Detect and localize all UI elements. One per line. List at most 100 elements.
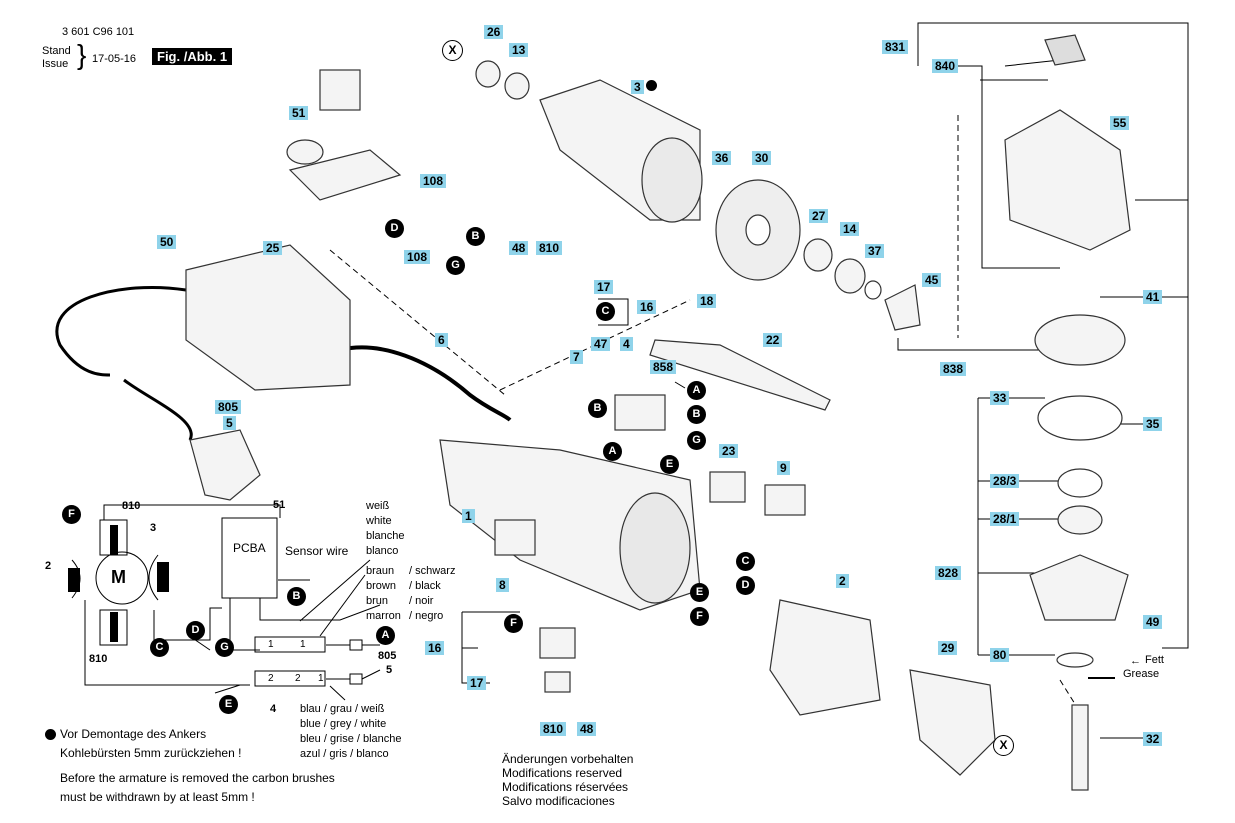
part-label: 35 bbox=[1143, 417, 1163, 431]
figure-title: Fig. /Abb. 1 bbox=[152, 48, 233, 65]
connector-a: A bbox=[687, 381, 706, 400]
connector-g: G bbox=[687, 431, 706, 450]
modifications-es: Salvo modificaciones bbox=[502, 794, 615, 808]
part-label: 22 bbox=[763, 333, 783, 347]
part-label: 7 bbox=[570, 350, 583, 364]
part-label: 17 bbox=[594, 280, 614, 294]
part-label: 828 bbox=[935, 566, 962, 580]
switch-pin: 2 bbox=[268, 673, 274, 684]
part-label: 810 bbox=[540, 722, 567, 736]
connector-c: C bbox=[596, 302, 615, 321]
wiring-label: 5 bbox=[386, 664, 393, 676]
doc-number: 3 601 C96 101 bbox=[62, 26, 135, 38]
part-label: 48 bbox=[577, 722, 597, 736]
note-german-2: Kohlebürsten 5mm zurückziehen ! bbox=[60, 746, 242, 760]
color-label: azul / gris / blanco bbox=[300, 748, 389, 760]
arrow-left-icon: ← bbox=[1130, 655, 1141, 667]
color-label: brun bbox=[366, 595, 389, 607]
wiring-label: 2 bbox=[45, 560, 52, 572]
part-label: 80 bbox=[990, 648, 1010, 662]
note-german: Vor Demontage des Ankers bbox=[60, 727, 207, 741]
part-label: 6 bbox=[435, 333, 448, 347]
pcba-label: PCBA bbox=[233, 541, 266, 555]
part-label: 805 bbox=[215, 400, 242, 414]
color-label: / black bbox=[409, 580, 441, 592]
color-label: white bbox=[366, 515, 392, 527]
part-label: 108 bbox=[404, 250, 431, 264]
part-label: 48 bbox=[509, 241, 529, 255]
connector-b: B bbox=[588, 399, 607, 418]
part-label: 27 bbox=[809, 209, 829, 223]
wiring-label: 810 bbox=[122, 500, 141, 512]
note-english: Before the armature is removed the carbo… bbox=[60, 771, 335, 785]
connector-e: E bbox=[660, 455, 679, 474]
modifications-de: Änderungen vorbehalten bbox=[502, 752, 634, 766]
note-english-2: must be withdrawn by at least 5mm ! bbox=[60, 790, 255, 804]
part-label: 16 bbox=[637, 300, 657, 314]
switch-pin: 1 bbox=[300, 639, 306, 650]
issue-label: Issue bbox=[42, 58, 69, 70]
part-label: 28/1 bbox=[990, 512, 1020, 526]
part-label: 18 bbox=[697, 294, 717, 308]
wiring-label: 4 bbox=[270, 703, 277, 715]
connector-a: A bbox=[376, 626, 395, 645]
connector-f: F bbox=[62, 505, 81, 524]
part-label: 8 bbox=[496, 578, 509, 592]
part-label: 45 bbox=[922, 273, 942, 287]
part-label: 51 bbox=[289, 106, 309, 120]
note-bullet-icon bbox=[45, 729, 56, 740]
connector-e: E bbox=[690, 583, 709, 602]
part-label: 25 bbox=[263, 241, 283, 255]
part-label: 108 bbox=[420, 174, 447, 188]
sensor-wire-label: Sensor wire bbox=[285, 544, 349, 558]
connector-b: B bbox=[466, 227, 485, 246]
color-label: blau / grau / weiß bbox=[300, 703, 385, 715]
color-label: braun bbox=[366, 565, 395, 577]
part-label: 55 bbox=[1110, 116, 1130, 130]
wiring-label: 805 bbox=[378, 650, 397, 662]
part-label: 47 bbox=[591, 337, 611, 351]
part-label: 23 bbox=[719, 444, 739, 458]
part-label: 2 bbox=[836, 574, 849, 588]
x-marker: X bbox=[993, 735, 1014, 756]
grease-label: Grease bbox=[1123, 668, 1160, 680]
part-label: 17 bbox=[467, 676, 487, 690]
modifications-en: Modifications reserved bbox=[502, 766, 623, 780]
part-label: 831 bbox=[882, 40, 909, 54]
switch-pin: 1 bbox=[268, 639, 274, 650]
part-label: 28/3 bbox=[990, 474, 1020, 488]
color-label: / noir bbox=[409, 595, 434, 607]
part-label: 49 bbox=[1143, 615, 1163, 629]
part-label: 840 bbox=[932, 59, 959, 73]
part-label: 50 bbox=[157, 235, 177, 249]
fett-label: Fett bbox=[1145, 654, 1164, 666]
switch-pin: 2 bbox=[295, 673, 301, 684]
issue-date: 17-05-16 bbox=[92, 53, 137, 65]
part-label: 4 bbox=[620, 337, 633, 351]
color-label: brown bbox=[366, 580, 396, 592]
part-label: 838 bbox=[940, 362, 967, 376]
connector-c: C bbox=[150, 638, 169, 657]
connector-g: G bbox=[446, 256, 465, 275]
connector-c: C bbox=[736, 552, 755, 571]
part-label: 14 bbox=[840, 222, 860, 236]
part-label: 41 bbox=[1143, 290, 1163, 304]
part-label: 33 bbox=[990, 391, 1010, 405]
part-label: 13 bbox=[509, 43, 529, 57]
armature-dot-icon bbox=[646, 80, 657, 91]
wiring-label: 810 bbox=[89, 653, 108, 665]
color-label: weiß bbox=[366, 500, 390, 512]
part-label: 36 bbox=[712, 151, 732, 165]
part-label: 30 bbox=[752, 151, 772, 165]
part-label: 26 bbox=[484, 25, 504, 39]
stand-label: Stand bbox=[42, 45, 71, 57]
connector-d: D bbox=[736, 576, 755, 595]
connector-b: B bbox=[287, 587, 306, 606]
color-label: blanche bbox=[366, 530, 405, 542]
part-label: 810 bbox=[536, 241, 563, 255]
part-label: 9 bbox=[777, 461, 790, 475]
brace: } bbox=[77, 39, 87, 70]
color-label: bleu / grise / blanche bbox=[300, 733, 402, 745]
color-label: / negro bbox=[409, 610, 444, 622]
